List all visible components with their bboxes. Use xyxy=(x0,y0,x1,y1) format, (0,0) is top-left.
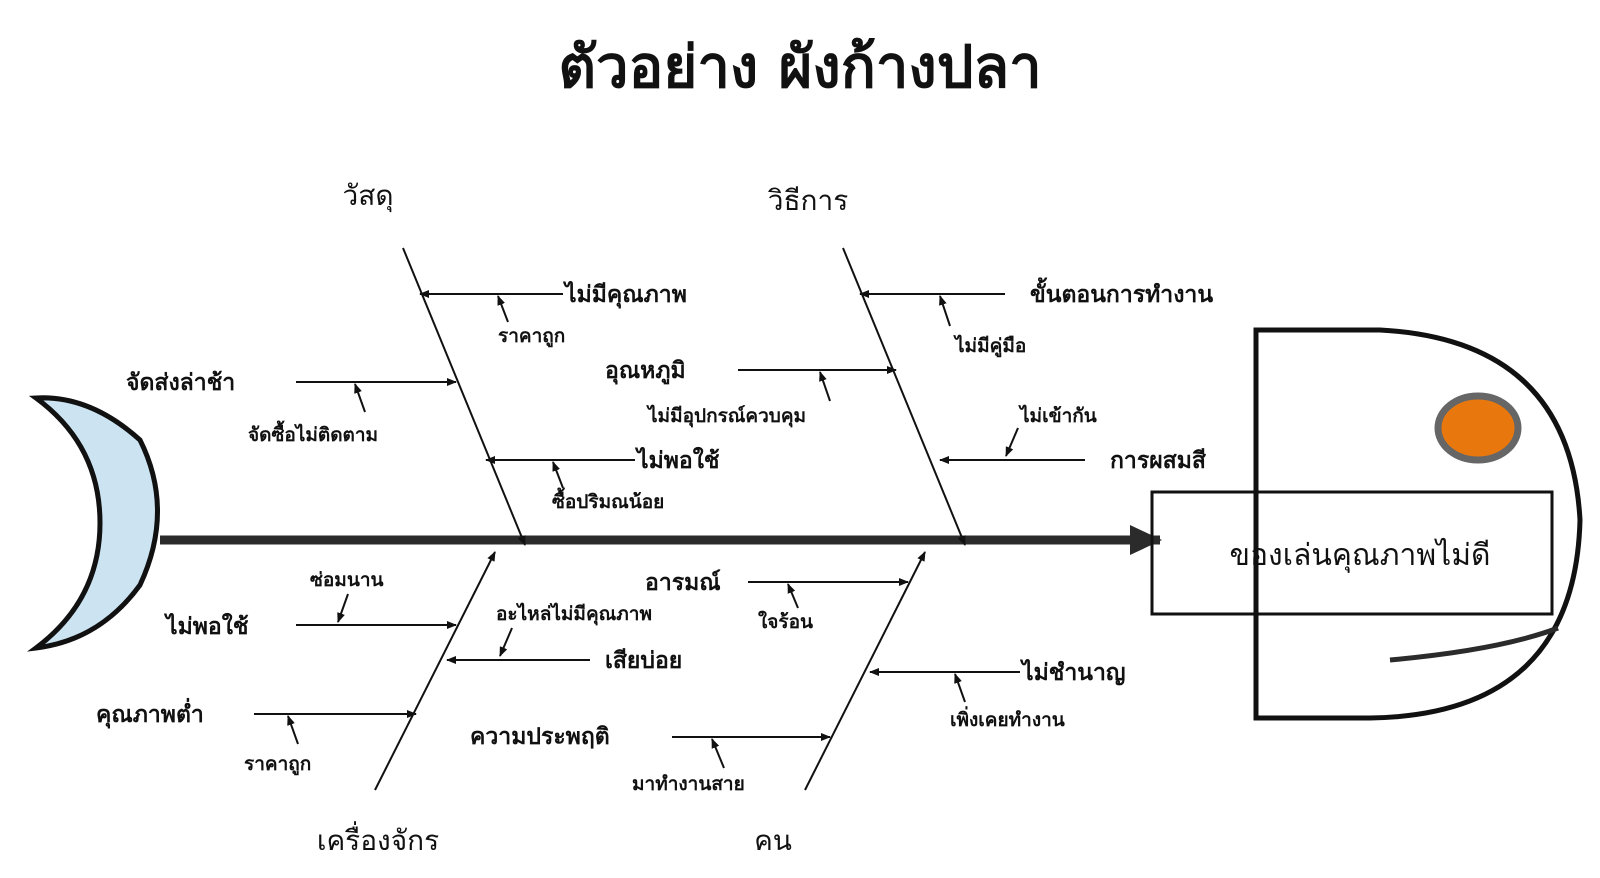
cause-people-unskilled: ไม่ชำนาญ xyxy=(1019,658,1126,686)
cause-machines-breakdown: เสียบ่อย xyxy=(605,648,682,674)
subarrow-materials-quality xyxy=(497,295,509,323)
subcause-materials-insufficient: ซื้อปริมณน้อย xyxy=(552,487,664,513)
subarrow-people-emotion xyxy=(787,583,799,609)
cause-materials-quality: ไม่มีคุณภาพ xyxy=(562,280,687,309)
subarrow-methods-mixing xyxy=(1005,427,1019,457)
problem-label: ของเล่นคุณภาพไม่ดี xyxy=(1230,537,1491,574)
subarrow-people-behavior xyxy=(711,738,725,769)
cause-methods-temp: อุณหภูมิ xyxy=(605,358,686,385)
cause-materials-late: จัดส่งล่าช้า xyxy=(126,370,235,396)
cause-methods-mixing: การผสมสี xyxy=(1110,448,1207,474)
subcause-people-unskilled: เพิ่งเคยทำงาน xyxy=(950,706,1065,731)
bone-machines xyxy=(374,551,496,791)
category-methods: วิธีการ xyxy=(767,184,848,217)
bone-methods xyxy=(842,247,966,546)
category-materials: วัสดุ xyxy=(343,179,394,213)
subarrow-materials-insufficient xyxy=(552,461,564,489)
subarrow-machines-lowquality xyxy=(287,715,299,745)
category-machines: เครื่องจักร xyxy=(317,821,439,857)
subarrow-machines-insufficient xyxy=(337,593,349,623)
subcause-machines-breakdown: อะไหล่ไม่มีคุณภาพ xyxy=(496,602,652,626)
subarrow-machines-breakdown xyxy=(499,627,513,657)
subarrow-materials-late xyxy=(354,383,366,413)
subarrow-methods-temp xyxy=(819,371,831,402)
subcause-methods-steps: ไม่มีคู่มือ xyxy=(953,334,1026,358)
problem-box xyxy=(1150,490,1554,616)
fish-mouth xyxy=(1389,625,1559,663)
subcause-materials-quality: ราคาถูก xyxy=(498,325,565,348)
subarrow-methods-steps xyxy=(939,295,951,327)
cause-machines-lowquality: คุณภาพต่ำ xyxy=(96,697,204,729)
category-people: คน xyxy=(754,824,792,857)
fish-tail xyxy=(26,395,160,652)
subcause-people-emotion: ใจร้อน xyxy=(758,610,813,633)
cause-people-behavior: ความประพฤติ xyxy=(470,724,610,750)
subcause-people-behavior: มาทำงานสาย xyxy=(632,773,745,795)
bone-people xyxy=(804,551,926,791)
fish-eye xyxy=(1434,392,1522,464)
cause-people-emotion: อารมณ์ xyxy=(645,569,721,596)
cause-methods-steps: ขั้นตอนการทำงาน xyxy=(1030,277,1213,308)
subcause-machines-lowquality: ราคาถูก xyxy=(244,753,311,776)
cause-materials-insufficient: ไม่พอใช้ xyxy=(634,446,720,474)
page-title: ตัวอย่าง ผังก้างปลา xyxy=(558,33,1042,101)
subarrow-people-unskilled xyxy=(954,673,966,703)
subcause-methods-mixing: ไม่เข้ากัน xyxy=(1018,404,1097,427)
cause-machines-insufficient: ไม่พอใช้ xyxy=(163,612,249,640)
subcause-machines-insufficient: ซ่อมนาน xyxy=(310,569,383,591)
subcause-materials-late: จัดซื้อไม่ติดตาม xyxy=(248,420,378,446)
bone-materials xyxy=(402,247,526,546)
fish-head xyxy=(1253,327,1583,721)
subcause-methods-temp: ไม่มีอุปกรณ์ควบคุม xyxy=(646,404,806,428)
